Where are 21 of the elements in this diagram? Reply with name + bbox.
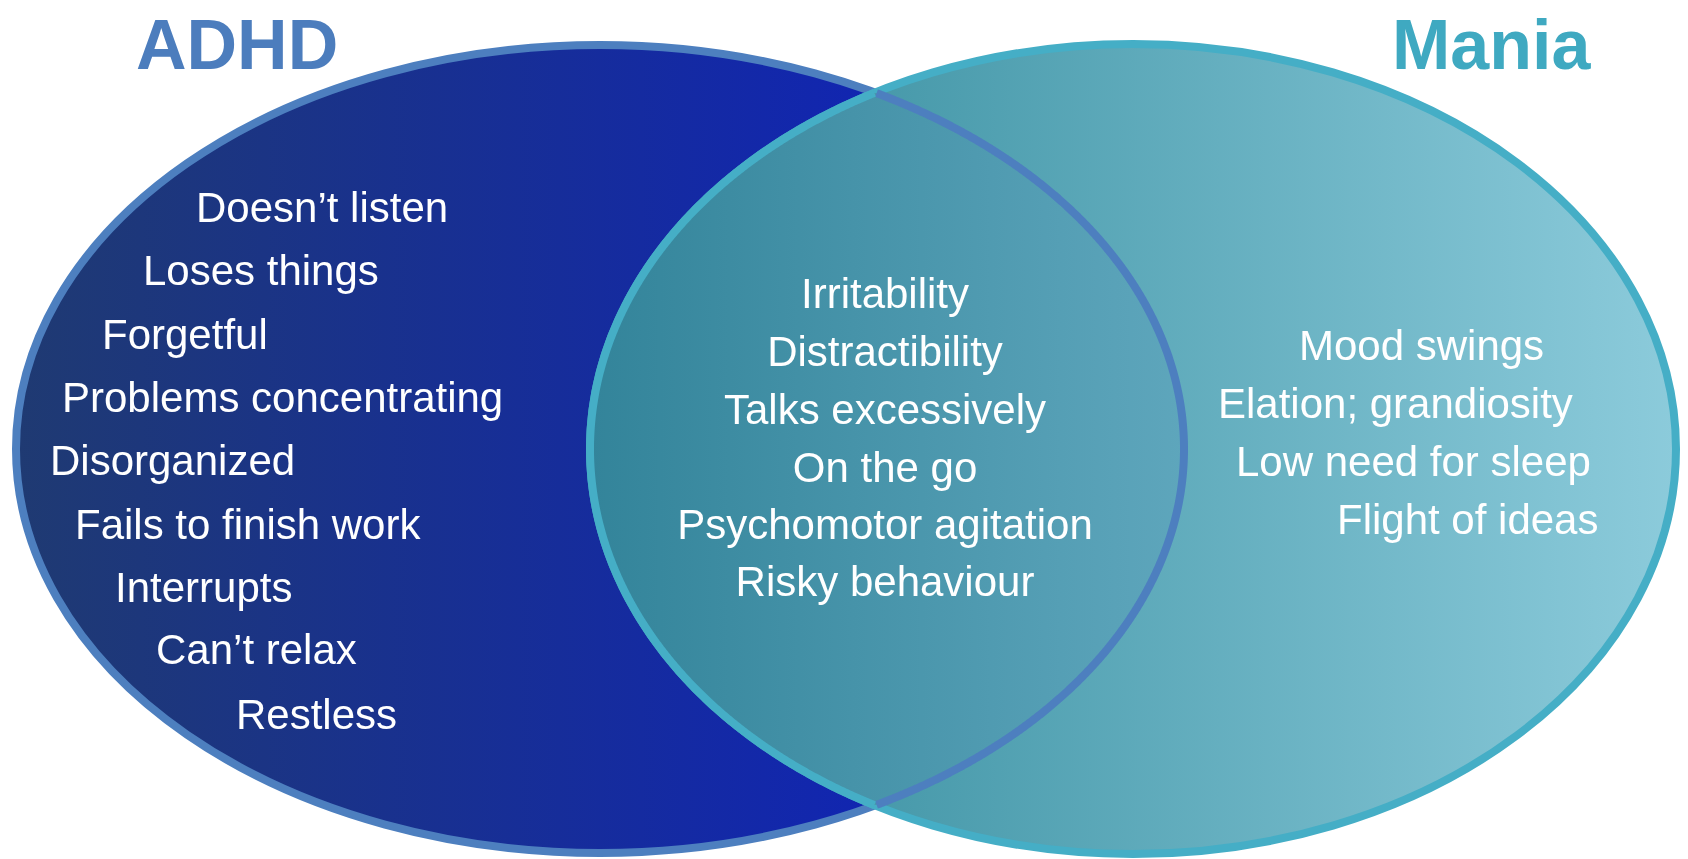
symptom-text: Low need for sleep <box>1236 437 1591 487</box>
symptom-text: Can’t relax <box>156 625 357 675</box>
symptom-text: Restless <box>236 690 398 740</box>
symptom-text: On the go <box>792 443 978 493</box>
set-title: ADHD <box>136 5 339 85</box>
symptom-text: Psychomotor agitation <box>677 500 1093 550</box>
symptom-text: Interrupts <box>115 563 293 613</box>
set-title: Mania <box>1392 5 1591 85</box>
symptom-text: Doesn’t listen <box>196 183 449 233</box>
symptom-text: Irritability <box>801 269 969 319</box>
symptom-text: Risky behaviour <box>735 557 1035 607</box>
symptom-text: Forgetful <box>102 310 268 360</box>
symptom-text: Problems concentrating <box>62 373 504 423</box>
symptom-text: Flight of ideas <box>1337 495 1599 545</box>
symptom-text: Distractibility <box>767 327 1003 377</box>
symptom-text: Disorganized <box>50 436 296 486</box>
symptom-text: Talks excessively <box>723 385 1047 435</box>
symptom-text: Mood swings <box>1299 321 1545 371</box>
symptom-text: Fails to finish work <box>75 500 421 550</box>
symptom-text: Loses things <box>143 246 379 296</box>
symptom-text: Elation; grandiosity <box>1218 379 1573 429</box>
